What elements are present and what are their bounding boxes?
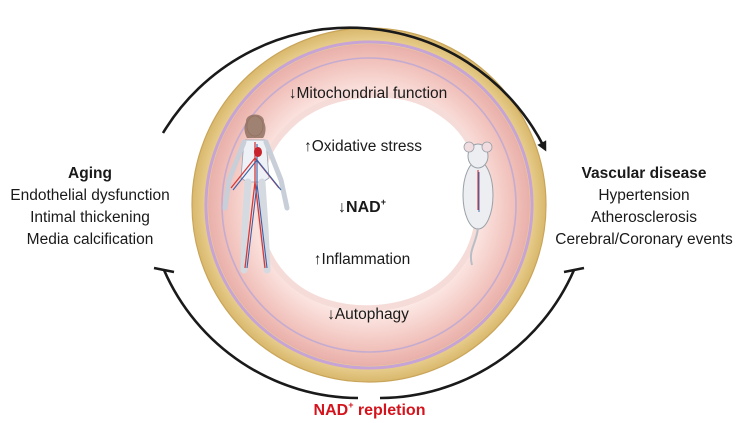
internal-elastic-lamina — [221, 57, 517, 353]
aging-title: Aging — [68, 165, 112, 182]
repletion-suffix: repletion — [353, 402, 426, 419]
mouse-figure-illustration — [462, 141, 494, 266]
repletion-inhibition-arc-right — [379, 269, 576, 400]
inhibition-bar-right — [563, 266, 585, 274]
human-figure-illustration — [222, 114, 290, 274]
vascular-disease-item: Atherosclerosis — [591, 209, 697, 226]
nad-center-text: ↓NAD — [338, 199, 381, 216]
label-mitochondrial-function: ↓Mitochondrial function — [288, 85, 448, 102]
aging-item: Intimal thickening — [30, 209, 150, 226]
label-autophagy: ↓Autophagy — [327, 306, 409, 323]
inhibition-bar-left — [153, 266, 175, 274]
progression-arrow — [161, 26, 547, 152]
aging-item: Media calcification — [26, 231, 154, 248]
nad-repletion-label: NAD+ repletion — [314, 400, 426, 420]
aging-block: Aging Endothelial dysfunction Intimal th… — [0, 163, 180, 251]
vascular-disease-block: Vascular disease Hypertension Atheroscle… — [548, 163, 739, 251]
vessel-lumen — [256, 91, 483, 312]
vascular-disease-title: Vascular disease — [581, 165, 707, 182]
repletion-sup: + — [348, 400, 354, 410]
label-oxidative-stress: ↑Oxidative stress — [303, 138, 423, 155]
nad-center-sup: + — [380, 197, 386, 207]
aging-item: Endothelial dysfunction — [10, 187, 170, 204]
vascular-disease-item: Cerebral/Coronary events — [555, 231, 733, 248]
external-elastic-lamina — [204, 40, 534, 370]
repletion-inhibition-arc-left — [162, 269, 359, 400]
repletion-prefix: NAD — [313, 402, 349, 419]
vascular-disease-item: Hypertension — [598, 187, 690, 204]
label-nad-decrease: ↓NAD+ — [338, 197, 386, 217]
label-inflammation: ↑Inflammation — [313, 251, 411, 268]
